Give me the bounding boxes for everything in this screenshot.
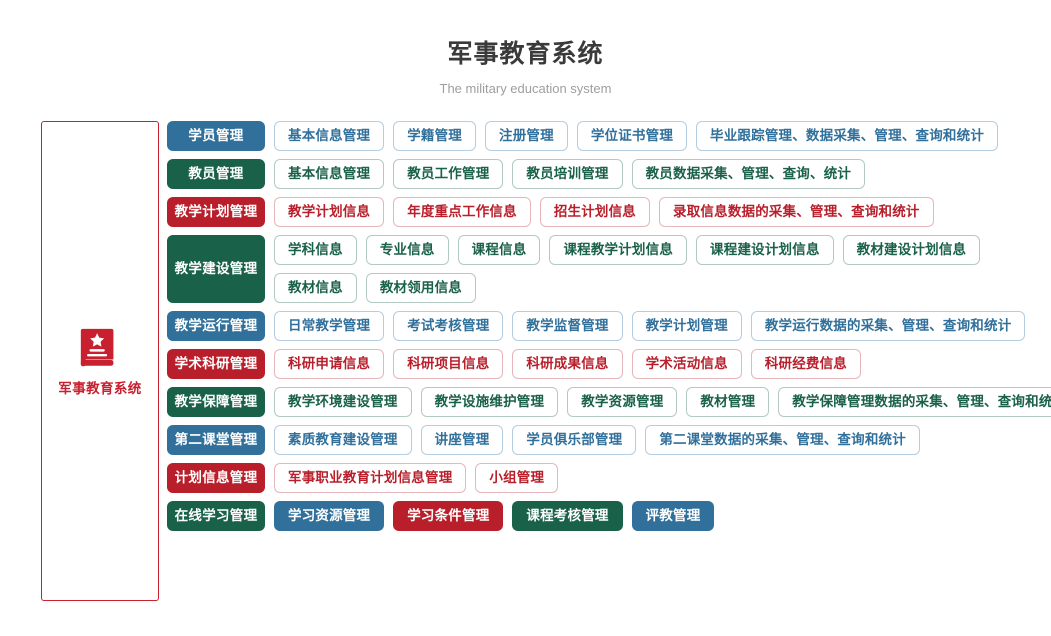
module-item-button[interactable]: 讲座管理 — [420, 425, 504, 455]
module-item-button[interactable]: 学习资源管理 — [274, 501, 385, 531]
module-item-button[interactable]: 军事职业教育计划信息管理 — [274, 463, 467, 493]
module-row-items: 教学计划信息年度重点工作信息招生计划信息录取信息数据的采集、管理、查询和统计 — [274, 197, 1051, 227]
module-item-button[interactable]: 教学计划管理 — [631, 311, 742, 341]
page-subtitle: The military education system — [439, 81, 612, 96]
module-row-items: 学习资源管理学习条件管理课程考核管理评教管理 — [274, 501, 1051, 531]
module-row-header-button[interactable]: 教学保障管理 — [167, 387, 265, 417]
module-row-header-button[interactable]: 计划信息管理 — [167, 463, 265, 493]
module-row: 教员管理基本信息管理教员工作管理教员培训管理教员数据采集、管理、查询、统计 — [167, 159, 1051, 189]
sidebar-system-card[interactable]: 军事教育系统 — [41, 121, 159, 601]
module-item-button[interactable]: 学籍管理 — [393, 121, 477, 151]
module-item-button[interactable]: 教学监督管理 — [512, 311, 623, 341]
module-item-button[interactable]: 日常教学管理 — [274, 311, 385, 341]
module-item-button[interactable]: 教员培训管理 — [512, 159, 623, 189]
module-item-button[interactable]: 教员工作管理 — [393, 159, 504, 189]
module-row-header-button[interactable]: 教学建设管理 — [167, 235, 265, 303]
module-item-button[interactable]: 评教管理 — [631, 501, 715, 531]
module-item-button[interactable]: 考试考核管理 — [393, 311, 504, 341]
module-row-line: 军事职业教育计划信息管理小组管理 — [274, 463, 1051, 493]
module-row-items: 学科信息专业信息课程信息课程教学计划信息课程建设计划信息教材建设计划信息教材信息… — [274, 235, 1051, 303]
body-area: 军事教育系统 学员管理基本信息管理学籍管理注册管理学位证书管理毕业跟踪管理、数据… — [0, 99, 1051, 601]
module-row-items: 教学环境建设管理教学设施维护管理教学资源管理教材管理教学保障管理数据的采集、管理… — [274, 387, 1051, 417]
module-item-button[interactable]: 课程教学计划信息 — [549, 235, 688, 265]
module-item-button[interactable]: 第二课堂数据的采集、管理、查询和统计 — [645, 425, 920, 455]
module-item-button[interactable]: 年度重点工作信息 — [393, 197, 531, 227]
module-row-header-button[interactable]: 学术科研管理 — [167, 349, 265, 379]
module-row-line: 教材信息教材领用信息 — [274, 273, 1051, 303]
module-row: 教学运行管理日常教学管理考试考核管理教学监督管理教学计划管理教学运行数据的采集、… — [167, 311, 1051, 341]
module-row-line: 学习资源管理学习条件管理课程考核管理评教管理 — [274, 501, 1051, 531]
module-row: 学术科研管理科研申请信息科研项目信息科研成果信息学术活动信息科研经费信息 — [167, 349, 1051, 379]
module-item-button[interactable]: 教学设施维护管理 — [420, 387, 559, 417]
module-row: 教学建设管理学科信息专业信息课程信息课程教学计划信息课程建设计划信息教材建设计划… — [167, 235, 1051, 303]
module-row-items: 科研申请信息科研项目信息科研成果信息学术活动信息科研经费信息 — [274, 349, 1051, 379]
module-row-header-button[interactable]: 在线学习管理 — [167, 501, 265, 531]
module-row-items: 基本信息管理学籍管理注册管理学位证书管理毕业跟踪管理、数据采集、管理、查询和统计 — [274, 121, 1051, 151]
module-item-button[interactable]: 科研项目信息 — [393, 349, 504, 379]
module-item-button[interactable]: 教学运行数据的采集、管理、查询和统计 — [750, 311, 1026, 341]
module-rows: 学员管理基本信息管理学籍管理注册管理学位证书管理毕业跟踪管理、数据采集、管理、查… — [167, 121, 1051, 531]
module-row-line: 教学环境建设管理教学设施维护管理教学资源管理教材管理教学保障管理数据的采集、管理… — [274, 387, 1051, 417]
module-item-button[interactable]: 专业信息 — [365, 235, 449, 265]
module-item-button[interactable]: 录取信息数据的采集、管理、查询和统计 — [659, 197, 934, 227]
module-item-button[interactable]: 毕业跟踪管理、数据采集、管理、查询和统计 — [696, 121, 999, 151]
module-row-header-button[interactable]: 第二课堂管理 — [167, 425, 265, 455]
module-row-line: 基本信息管理教员工作管理教员培训管理教员数据采集、管理、查询、统计 — [274, 159, 1051, 189]
module-item-button[interactable]: 学习条件管理 — [393, 501, 504, 531]
module-item-button[interactable]: 学位证书管理 — [576, 121, 688, 151]
module-row: 第二课堂管理素质教育建设管理讲座管理学员俱乐部管理第二课堂数据的采集、管理、查询… — [167, 425, 1051, 455]
module-row-line: 教学计划信息年度重点工作信息招生计划信息录取信息数据的采集、管理、查询和统计 — [274, 197, 1051, 227]
module-item-button[interactable]: 教员数据采集、管理、查询、统计 — [631, 159, 866, 189]
module-item-button[interactable]: 科研经费信息 — [750, 349, 862, 379]
module-row-header-button[interactable]: 学员管理 — [167, 121, 265, 151]
module-item-button[interactable]: 教材领用信息 — [365, 273, 477, 303]
module-item-button[interactable]: 科研成果信息 — [512, 349, 623, 379]
module-row-line: 基本信息管理学籍管理注册管理学位证书管理毕业跟踪管理、数据采集、管理、查询和统计 — [274, 121, 1051, 151]
module-row-header-button[interactable]: 教学计划管理 — [167, 197, 265, 227]
module-item-button[interactable]: 学术活动信息 — [631, 349, 742, 379]
module-item-button[interactable]: 课程建设计划信息 — [696, 235, 834, 265]
book-star-icon — [80, 328, 114, 366]
module-row-header-button[interactable]: 教学运行管理 — [167, 311, 265, 341]
module-row: 计划信息管理军事职业教育计划信息管理小组管理 — [167, 463, 1051, 493]
module-item-button[interactable]: 教材建设计划信息 — [842, 235, 981, 265]
module-row-items: 素质教育建设管理讲座管理学员俱乐部管理第二课堂数据的采集、管理、查询和统计 — [274, 425, 1051, 455]
module-item-button[interactable]: 课程考核管理 — [512, 501, 623, 531]
module-item-button[interactable]: 基本信息管理 — [274, 159, 385, 189]
module-item-button[interactable]: 素质教育建设管理 — [274, 425, 412, 455]
sidebar-system-label: 军事教育系统 — [58, 380, 142, 396]
module-item-button[interactable]: 基本信息管理 — [274, 121, 385, 151]
module-row: 在线学习管理学习资源管理学习条件管理课程考核管理评教管理 — [167, 501, 1051, 531]
module-row-header-button[interactable]: 教员管理 — [167, 159, 265, 189]
module-row-items: 军事职业教育计划信息管理小组管理 — [274, 463, 1051, 493]
module-row: 教学保障管理教学环境建设管理教学设施维护管理教学资源管理教材管理教学保障管理数据… — [167, 387, 1051, 417]
module-item-button[interactable]: 招生计划信息 — [539, 197, 651, 227]
module-item-button[interactable]: 教学计划信息 — [274, 197, 385, 227]
module-item-button[interactable]: 课程信息 — [457, 235, 541, 265]
module-row-line: 学科信息专业信息课程信息课程教学计划信息课程建设计划信息教材建设计划信息 — [274, 235, 1051, 265]
module-item-button[interactable]: 小组管理 — [475, 463, 559, 493]
module-item-button[interactable]: 教学环境建设管理 — [274, 387, 412, 417]
module-item-button[interactable]: 教学保障管理数据的采集、管理、查询和统计 — [778, 387, 1051, 417]
page-title: 军事教育系统 — [447, 40, 604, 68]
module-item-button[interactable]: 教材信息 — [274, 273, 357, 303]
module-row-line: 科研申请信息科研项目信息科研成果信息学术活动信息科研经费信息 — [274, 349, 1051, 379]
module-row: 教学计划管理教学计划信息年度重点工作信息招生计划信息录取信息数据的采集、管理、查… — [167, 197, 1051, 227]
module-item-button[interactable]: 科研申请信息 — [274, 349, 385, 379]
module-row-items: 日常教学管理考试考核管理教学监督管理教学计划管理教学运行数据的采集、管理、查询和… — [274, 311, 1051, 341]
module-row: 学员管理基本信息管理学籍管理注册管理学位证书管理毕业跟踪管理、数据采集、管理、查… — [167, 121, 1051, 151]
module-item-button[interactable]: 注册管理 — [485, 121, 568, 151]
module-item-button[interactable]: 学员俱乐部管理 — [512, 425, 637, 455]
module-row-line: 日常教学管理考试考核管理教学监督管理教学计划管理教学运行数据的采集、管理、查询和… — [274, 311, 1051, 341]
module-item-button[interactable]: 教学资源管理 — [567, 387, 678, 417]
module-row-line: 素质教育建设管理讲座管理学员俱乐部管理第二课堂数据的采集、管理、查询和统计 — [274, 425, 1051, 455]
page-header: 军事教育系统 The military education system — [0, 0, 1051, 99]
module-row-items: 基本信息管理教员工作管理教员培训管理教员数据采集、管理、查询、统计 — [274, 159, 1051, 189]
module-item-button[interactable]: 学科信息 — [274, 235, 357, 265]
module-item-button[interactable]: 教材管理 — [686, 387, 770, 417]
